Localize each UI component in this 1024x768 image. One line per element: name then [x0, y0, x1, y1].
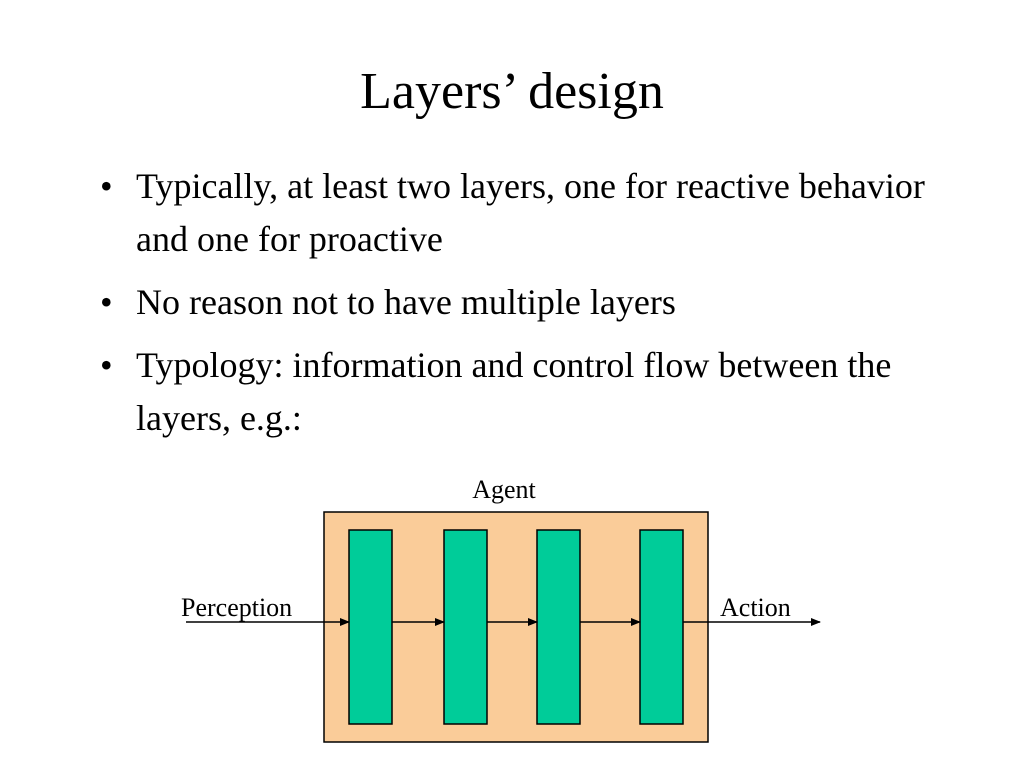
layer-box: [639, 529, 684, 725]
bullet-item: • Typology: information and control flow…: [96, 339, 976, 445]
slide-title: Layers’ design: [360, 63, 664, 120]
layer-box: [536, 529, 581, 725]
bullet-text: Typology: information and control flow b…: [136, 345, 892, 438]
bullet-list: • Typically, at least two layers, one fo…: [96, 160, 976, 455]
bullet-text: No reason not to have multiple layers: [136, 282, 676, 322]
bullet-marker: •: [100, 282, 113, 322]
bullet-marker: •: [100, 166, 113, 206]
layer-box: [348, 529, 393, 725]
bullet-item: • No reason not to have multiple layers: [96, 276, 976, 329]
agent-box: [323, 511, 709, 743]
layer-box: [443, 529, 488, 725]
perception-label: Perception: [181, 593, 292, 622]
agent-label: Agent: [472, 475, 536, 504]
bullet-marker: •: [100, 345, 113, 385]
bullet-text: Typically, at least two layers, one for …: [136, 166, 925, 259]
action-label: Action: [720, 593, 791, 622]
bullet-item: • Typically, at least two layers, one fo…: [96, 160, 976, 266]
